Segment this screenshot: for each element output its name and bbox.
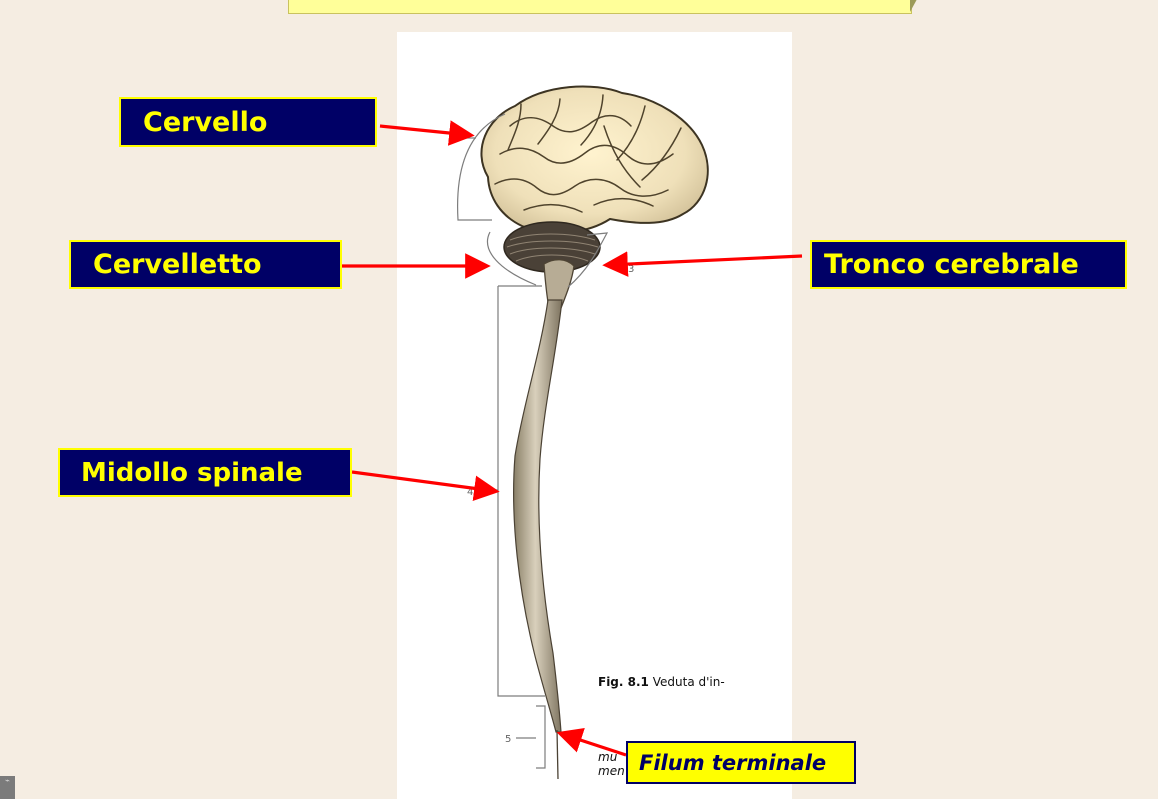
label-tronco-cerebrale: Tronco cerebrale	[810, 240, 1127, 289]
figure-brackets	[456, 113, 609, 769]
label-cervello: Cervello	[119, 97, 377, 147]
marker-1: 1	[452, 134, 458, 145]
brain-illustration	[480, 85, 709, 234]
filum-arrow	[556, 728, 627, 757]
title-banner-fold	[910, 0, 922, 12]
midollo-arrow	[351, 470, 500, 502]
marker-5: 5	[505, 734, 511, 745]
spinal-cord-illustration	[513, 299, 563, 780]
marker-4: 4	[467, 487, 473, 498]
brainstem-illustration	[543, 259, 575, 309]
label-filum-terminale: Filum terminale	[626, 741, 856, 784]
caption-fragment-line-2: men	[598, 764, 625, 778]
caption-number: Fig. 8.1	[598, 675, 649, 689]
label-midollo-spinale: Midollo spinale	[58, 448, 352, 497]
figure-caption: Fig. 8.1 Veduta d'in-	[598, 675, 774, 699]
caption-fragment-line-1: mu	[598, 750, 618, 764]
leader-arrows	[342, 120, 803, 757]
figure-caption-fragment: mu men	[598, 750, 626, 784]
cervello-arrow	[379, 120, 475, 146]
marker-3: 3	[628, 264, 634, 275]
label-cervelletto: Cervelletto	[69, 240, 342, 289]
caption-text: Veduta d'in-	[652, 675, 725, 689]
corner-icon: ⌁	[0, 776, 15, 799]
tronco-arrow	[602, 251, 803, 277]
